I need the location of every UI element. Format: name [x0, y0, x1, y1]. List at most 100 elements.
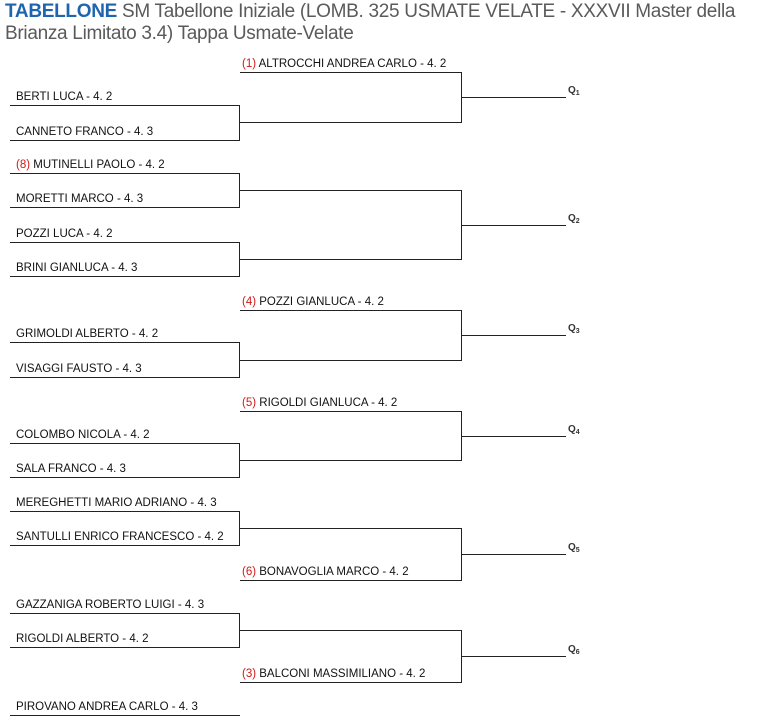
qualifier-label: Q6: [568, 644, 580, 657]
page-title: TABELLONE SM Tabellone Iniziale (LOMB. 3…: [5, 1, 770, 45]
qualifier-label: Q2: [568, 213, 580, 226]
round1-entry: SANTULLI ENRICO FRANCESCO - 4. 2: [16, 530, 224, 544]
round1-entry: SALA FRANCO - 4. 3: [16, 462, 126, 476]
round1-entry: VISAGGI FAUSTO - 4. 3: [16, 362, 142, 376]
qualifier-letter: Q: [568, 213, 576, 224]
qualifier-letter: Q: [568, 85, 576, 96]
qualifier-line: [461, 554, 566, 555]
entry-line: [10, 377, 240, 378]
entry-line: [10, 477, 240, 478]
round1-entry: (8) MUTINELLI PAOLO - 4. 2: [16, 158, 165, 172]
round2-entry: (1) ALTROCCHI ANDREA CARLO - 4. 2: [242, 57, 446, 71]
match-connector: [239, 511, 240, 546]
qualifier-label: Q5: [568, 542, 580, 555]
qualifier-letter: Q: [568, 424, 576, 435]
match-connector: [239, 613, 240, 648]
player-name: BRINI GIANLUCA - 4. 3: [16, 262, 138, 274]
qualifier-number: 1: [575, 90, 580, 97]
player-name: COLOMBO NICOLA - 4. 2: [16, 429, 150, 441]
entry-line: [10, 207, 240, 208]
qualifier-line: [461, 335, 566, 336]
player-name: ALTROCCHI ANDREA CARLO - 4. 2: [258, 58, 447, 70]
round2-line: [240, 122, 462, 123]
player-name: MEREGHETTI MARIO ADRIANO - 4. 3: [16, 497, 217, 509]
entry-line: [10, 613, 240, 614]
round1-entry: BERTI LUCA - 4. 2: [16, 90, 112, 104]
player-name: RIGOLDI GIANLUCA - 4. 2: [259, 397, 398, 409]
entry-line: [10, 242, 240, 243]
round2-line: [240, 190, 462, 191]
player-name: MUTINELLI PAOLO - 4. 2: [33, 159, 165, 171]
player-name: MORETTI MARCO - 4. 3: [16, 193, 144, 205]
player-name: CANNETO FRANCO - 4. 3: [16, 126, 154, 138]
entry-line: [10, 511, 240, 512]
qualifier-line: [461, 656, 566, 657]
qualifier-label: Q4: [568, 424, 580, 437]
qualifier-number: 2: [575, 218, 580, 225]
qualifier-number: 4: [575, 429, 580, 436]
seed-number: (3): [242, 668, 257, 680]
entry-line: [10, 276, 240, 277]
match-connector: [239, 173, 240, 208]
match-connector: [239, 342, 240, 378]
round2-line: [240, 259, 462, 260]
round2-line: [240, 460, 462, 461]
round2-line: [240, 630, 462, 631]
qualifier-letter: Q: [568, 644, 576, 655]
round1-entry: CANNETO FRANCO - 4. 3: [16, 125, 153, 139]
round2-line: [240, 411, 462, 412]
round1-entry: BRINI GIANLUCA - 4. 3: [16, 261, 137, 275]
player-name: SALA FRANCO - 4. 3: [16, 463, 126, 475]
qualifier-line: [461, 225, 566, 226]
round1-entry: POZZI LUCA - 4. 2: [16, 227, 113, 241]
title-text: SM Tabellone Iniziale (LOMB. 325 USMATE …: [5, 1, 736, 44]
qualifier-line: [461, 97, 566, 98]
player-name: GRIMOLDI ALBERTO - 4. 2: [16, 328, 159, 340]
round2-line: [240, 72, 462, 73]
match-connector: [239, 242, 240, 277]
qualifier-number: 6: [575, 649, 580, 656]
qualifier-number: 5: [575, 547, 580, 554]
player-name: BALCONI MASSIMILIANO - 4. 2: [259, 668, 426, 680]
round1-entry: GRIMOLDI ALBERTO - 4. 2: [16, 327, 158, 341]
entry-line: [10, 140, 240, 141]
qualifier-letter: Q: [568, 323, 576, 334]
round1-entry: RIGOLDI ALBERTO - 4. 2: [16, 632, 149, 646]
round2-line: [240, 310, 462, 311]
round2-line: [240, 360, 462, 361]
qualifier-number: 3: [575, 328, 580, 335]
player-name: VISAGGI FAUSTO - 4. 3: [16, 363, 142, 375]
round1-entry: MORETTI MARCO - 4. 3: [16, 192, 143, 206]
qualifier-label: Q3: [568, 323, 580, 336]
round2-entry: (3) BALCONI MASSIMILIANO - 4. 2: [242, 667, 425, 681]
round2-line: [240, 580, 462, 581]
match-connector: [239, 443, 240, 478]
qualifier-letter: Q: [568, 542, 576, 553]
player-name: BERTI LUCA - 4. 2: [16, 91, 113, 103]
player-name: RIGOLDI ALBERTO - 4. 2: [16, 633, 149, 645]
round2-entry: (6) BONAVOGLIA MARCO - 4. 2: [242, 565, 409, 579]
round1-entry: MEREGHETTI MARIO ADRIANO - 4. 3: [16, 496, 217, 510]
player-name: POZZI LUCA - 4. 2: [16, 228, 113, 240]
seed-number: (6): [242, 566, 257, 578]
round1-entry: GAZZANIGA ROBERTO LUIGI - 4. 3: [16, 598, 204, 612]
round2-line: [240, 682, 462, 683]
entry-line: [10, 545, 240, 546]
round1-entry: COLOMBO NICOLA - 4. 2: [16, 428, 150, 442]
player-name: BONAVOGLIA MARCO - 4. 2: [259, 566, 409, 578]
seed-number: (1): [242, 58, 257, 70]
title-keyword: TABELLONE: [5, 1, 117, 22]
entry-line: [10, 105, 240, 106]
round2-line: [240, 528, 462, 529]
seed-number: (4): [242, 296, 257, 308]
entry-line: [10, 443, 240, 444]
qualifier-label: Q1: [568, 85, 580, 98]
seed-number: (8): [16, 159, 31, 171]
entry-line: [10, 173, 240, 174]
round2-entry: (4) POZZI GIANLUCA - 4. 2: [242, 295, 384, 309]
player-name: SANTULLI ENRICO FRANCESCO - 4. 2: [16, 531, 224, 543]
player-name: PIROVANO ANDREA CARLO - 4. 3: [16, 701, 198, 713]
entry-line: [10, 647, 240, 648]
round1-entry: PIROVANO ANDREA CARLO - 4. 3: [16, 700, 198, 714]
qualifier-line: [461, 436, 566, 437]
